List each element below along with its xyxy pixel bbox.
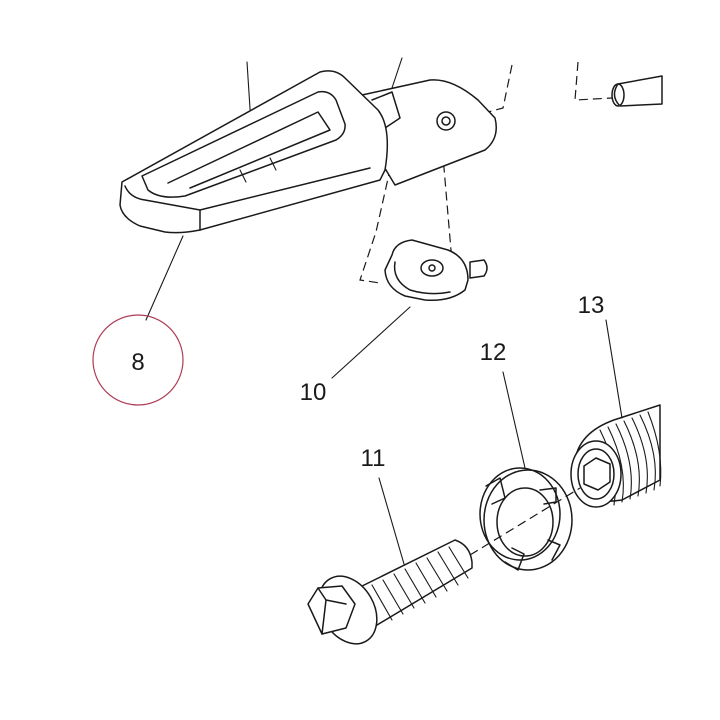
slotted-nut-part-12 — [479, 467, 573, 571]
callout-10: 10 — [300, 379, 327, 406]
callout-12: 12 — [480, 339, 507, 366]
leader-line-13 — [605, 319, 623, 419]
top-leader-line-mid — [391, 57, 403, 89]
callout-13: 13 — [578, 292, 605, 319]
leader-line-12 — [502, 371, 526, 469]
leader-line-8 — [145, 235, 184, 321]
flange-bolt-part-11 — [307, 539, 473, 645]
eccentric-cam-part-10 — [384, 239, 488, 302]
footpeg-part-8 — [119, 70, 497, 234]
highlight-circle-part-8 — [92, 314, 184, 406]
leader-line-10 — [331, 306, 411, 379]
assembly-axis-line — [469, 487, 581, 556]
callout-8: 8 — [131, 349, 144, 376]
callout-11: 11 — [361, 445, 386, 472]
pivot-pin — [611, 75, 663, 107]
spring-part-13 — [570, 404, 662, 508]
leader-line-11 — [378, 477, 405, 565]
